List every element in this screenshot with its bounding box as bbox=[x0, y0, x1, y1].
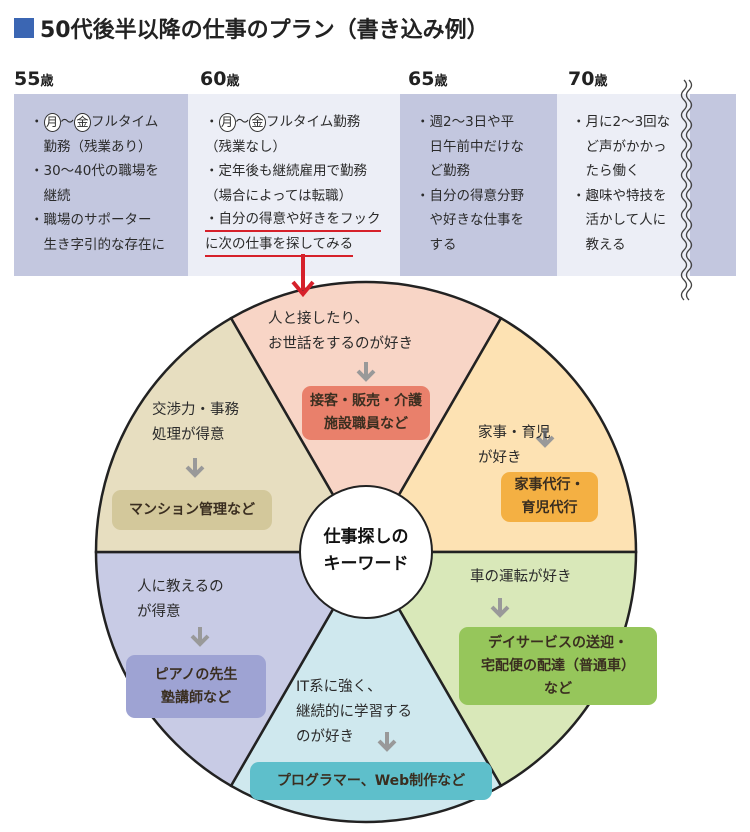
job-box-driving: デイサービスの送迎・宅配便の配達（普通車）など bbox=[459, 627, 657, 705]
age-55: 55歳 bbox=[14, 68, 54, 90]
timeline-line: （場合によっては転職） bbox=[205, 187, 353, 204]
trait-it: IT系に強く、継続的に学習するのが好き bbox=[296, 679, 412, 745]
timeline-line: ・定年後も継続雇用で勤務 bbox=[205, 163, 367, 179]
center-keyword-label: 仕事探しのキーワード bbox=[323, 527, 409, 574]
timeline-line: 教える bbox=[572, 236, 626, 253]
timeline-line: や好きな仕事を bbox=[416, 212, 524, 228]
timeline-line: ・自分の得意分野 bbox=[416, 187, 524, 204]
job-box-negotiation: マンション管理など bbox=[112, 490, 272, 530]
timeline-line: ・月〜金フルタイム勤務 bbox=[205, 113, 361, 132]
gray-arrow-down-icon bbox=[535, 428, 555, 448]
circled-day: 月 bbox=[43, 113, 61, 132]
gray-arrow-down-icon bbox=[356, 362, 376, 382]
center-circle bbox=[299, 485, 433, 619]
job-box-teaching: ピアノの先生塾講師など bbox=[126, 655, 266, 718]
wave-break-icon bbox=[680, 79, 688, 301]
timeline-line: 勤務（残業あり） bbox=[30, 138, 152, 155]
title-square-icon bbox=[14, 18, 34, 38]
timeline-line: ・職場のサポーター bbox=[30, 212, 152, 228]
timeline-line: ど勤務 bbox=[416, 163, 470, 179]
timeline-line: に次の仕事を探してみる bbox=[205, 233, 354, 257]
job-box-housework: 家事代行・育児代行 bbox=[501, 472, 598, 522]
job-box-people: 接客・販売・介護施設職員など bbox=[302, 386, 430, 440]
timeline-column-65: ・週2〜3日や平 日午前中だけな ど勤務・自分の得意分野 や好きな仕事を する bbox=[400, 94, 557, 276]
timeline-line: ど声がかかっ bbox=[572, 138, 667, 155]
timeline-line: ・趣味や特技を bbox=[572, 187, 667, 204]
trait-negotiation: 交渉力・事務処理が得意 bbox=[152, 402, 239, 443]
timeline-line: たら働く bbox=[572, 163, 640, 179]
timeline-line: ・自分の得意や好きをフック bbox=[205, 208, 381, 232]
trait-people: 人と接したり、お世話をするのが好き bbox=[268, 311, 413, 352]
timeline-line: 生き字引的な存在に bbox=[30, 236, 165, 253]
page-title: 50代後半以降の仕事のプラン（書き込み例） bbox=[14, 12, 489, 44]
timeline-column-70: ・月に2〜3回な ど声がかかっ たら働く・趣味や特技を 活かして人に 教える bbox=[557, 94, 690, 276]
trait-housework: 家事・育児が好き bbox=[478, 425, 551, 466]
age-65: 65歳 bbox=[408, 68, 448, 90]
timeline-line: ・月〜金フルタイム bbox=[30, 113, 159, 132]
timeline-column-55: ・月〜金フルタイム 勤務（残業あり） ・30〜40代の職場を 継続・職場のサポータ… bbox=[14, 94, 188, 276]
circled-day: 金 bbox=[74, 113, 91, 132]
job-box-it: プログラマー、Web制作など bbox=[250, 762, 492, 800]
timeline-line: 日午前中だけな bbox=[416, 138, 524, 155]
gray-arrow-down-icon bbox=[190, 627, 210, 647]
gray-arrow-down-icon bbox=[490, 598, 510, 618]
gray-arrow-down-icon bbox=[185, 458, 205, 478]
trait-teaching: 人に教えるのが得意 bbox=[137, 579, 224, 620]
timeline-line: する bbox=[416, 236, 457, 253]
gray-arrow-down-icon bbox=[377, 732, 397, 752]
timeline-continuation bbox=[690, 94, 736, 276]
age-60: 60歳 bbox=[200, 68, 240, 90]
timeline-line: ・月に2〜3回な bbox=[572, 114, 671, 130]
wave-break-icon bbox=[685, 79, 693, 301]
timeline-line: 継続 bbox=[30, 187, 71, 204]
timeline-line: ・週2〜3日や平 bbox=[416, 114, 515, 130]
trait-driving: 車の運転が好き bbox=[470, 569, 572, 585]
title-text: 50代後半以降の仕事のプラン（書き込み例） bbox=[40, 18, 489, 43]
timeline-line: ・30〜40代の職場を bbox=[30, 163, 159, 179]
timeline-column-60: ・月〜金フルタイム勤務 （残業なし） ・定年後も継続雇用で勤務 （場合によっては転職）… bbox=[188, 94, 400, 276]
timeline-line: 活かして人に bbox=[572, 212, 667, 228]
red-arrow-head-icon bbox=[291, 280, 315, 298]
age-70: 70歳 bbox=[568, 68, 608, 90]
circled-day: 金 bbox=[249, 113, 266, 132]
circled-day: 月 bbox=[218, 113, 236, 132]
timeline-line: （残業なし） bbox=[205, 138, 286, 155]
